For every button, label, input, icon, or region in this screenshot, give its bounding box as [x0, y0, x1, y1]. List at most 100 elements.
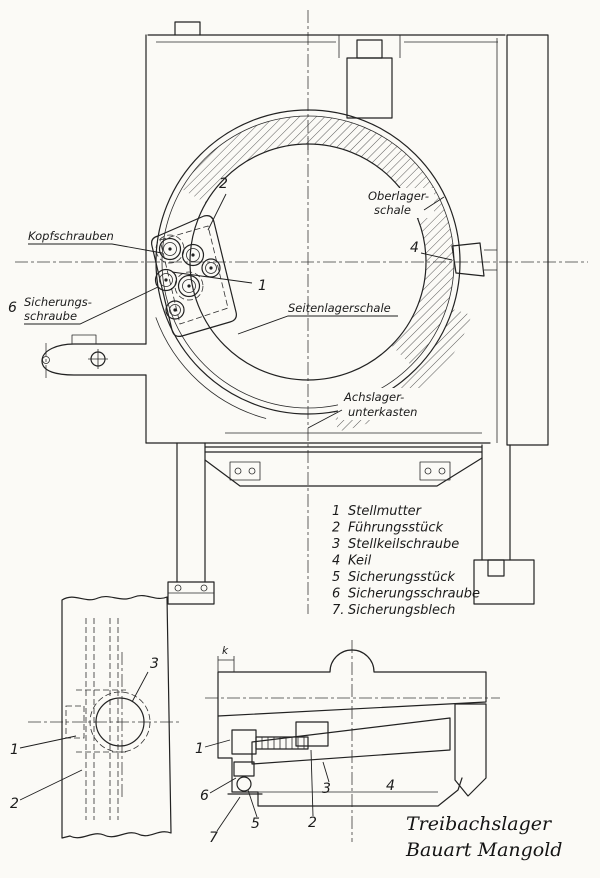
legend-item-num: 1	[332, 504, 340, 519]
lower-left-housing-arc	[155, 317, 267, 419]
kopfschrauben-group	[151, 215, 237, 337]
fragment-callout-1: 1	[10, 742, 19, 758]
left-leg	[176, 442, 206, 583]
sicherungsschraube-leader	[24, 286, 159, 325]
section-right-wall-hatched	[454, 703, 487, 797]
fuehrungsstueck-block	[295, 721, 329, 747]
upper-bearing-shell-hatched	[181, 115, 455, 366]
bolt-head	[174, 271, 204, 301]
bolt-head	[181, 243, 205, 267]
right-foot-slot	[487, 559, 505, 577]
fragment-screw-circle	[95, 697, 145, 747]
k-dimension-lines	[217, 656, 235, 672]
bolt-head	[165, 300, 185, 320]
fragment-hidden-shanks	[85, 618, 119, 820]
clamp-bolt	[424, 467, 432, 475]
top-cap-section-hatched	[346, 57, 393, 119]
achslager-label-line1: Achslager-	[343, 390, 404, 404]
top-cap-recess-walls	[338, 35, 401, 58]
main-housing	[41, 21, 549, 605]
legend-item-num: 6	[332, 587, 340, 602]
wedge-to-frame-lines	[484, 249, 497, 271]
sicherungsschraube-label-line1: Sicherungs-	[24, 295, 92, 309]
callout-2: 2	[219, 176, 228, 192]
stellkeilschraube-shaft	[255, 736, 309, 750]
frame-plate-section-hatched	[506, 34, 549, 446]
oberlagerschale-label-line2: schale	[374, 203, 411, 217]
crossbeam-bottom-chord	[204, 457, 483, 487]
callout-2-leader	[207, 193, 227, 231]
bolt-head	[155, 234, 185, 264]
bolt-head	[154, 268, 178, 292]
legend-item-num: 2	[332, 521, 340, 536]
wedge-section-detail: k 1 6 7 5 2 3 4	[195, 645, 487, 846]
clamp-bolt	[234, 467, 242, 475]
drawing-title: Treibachslager Bauart Mangold	[405, 813, 562, 861]
fuehrungsstueck-plate-outline	[151, 215, 237, 337]
clamp-bolt	[248, 467, 256, 475]
section-callout-4: 4	[386, 778, 395, 794]
crossbeam-top-chord	[204, 446, 483, 453]
left-foot-bolt2	[200, 584, 208, 592]
legend-item-label: Sicherungsblech	[348, 603, 455, 618]
legend-line: 2 Führungsstück	[332, 521, 444, 536]
legend-item-num: 5	[332, 570, 340, 585]
left-arm-step	[71, 334, 97, 344]
section-keil-wedge-hatched	[251, 717, 451, 765]
fragment-callout-2: 2	[10, 796, 19, 812]
achslager-label-line2: unterkasten	[348, 405, 417, 419]
section-callout-6: 6	[200, 788, 209, 804]
legend-item-num: 7.	[332, 603, 344, 618]
section-callout-1: 1	[195, 741, 204, 757]
bolt-head	[201, 258, 221, 278]
sicherungsstueck-hatched	[233, 761, 255, 777]
right-foot-hatched	[473, 559, 535, 605]
sicherungsschraube-head	[236, 776, 252, 792]
clamp-bolt	[438, 467, 446, 475]
legend-item-label: Stellmutter	[348, 504, 423, 519]
fragment-callout-1-leader	[19, 735, 77, 749]
section-callout-7-leader	[216, 796, 241, 832]
sicherungsschraube-number: 6	[8, 300, 17, 316]
left-bracket-arm	[41, 343, 147, 376]
left-foot	[167, 581, 215, 605]
oberlagerschale-label-line1: Oberlager-	[368, 189, 429, 203]
center-lines	[15, 10, 588, 842]
achslager-label-halo	[338, 388, 434, 420]
legend-line: 1 Stellmutter	[332, 504, 423, 519]
kopfschrauben-leader	[28, 243, 163, 254]
legend-line: 7. Sicherungsblech	[332, 603, 455, 618]
callout-1-leader	[171, 271, 253, 284]
legend-line: 6 Sicherungsschraube	[332, 587, 480, 602]
main-view-labels: Kopfschrauben 6 Sicherungs- schraube 2 1…	[8, 176, 453, 429]
fragment-torn-outline	[61, 594, 172, 839]
legend-item-label: Sicherungsstück	[348, 570, 455, 585]
oberlagerschale-leader	[423, 196, 445, 211]
seitenlagerschale-label: Seitenlagerschale	[288, 301, 391, 315]
legend-item-num: 4	[332, 554, 340, 569]
legend-line: 4 Keil	[332, 554, 372, 569]
kopfschrauben-label: Kopfschrauben	[28, 229, 114, 243]
fragment-hidden-nut	[65, 705, 85, 739]
section-callout-5-leader	[247, 789, 258, 818]
seitenlagerschale-leader	[237, 315, 398, 335]
fragment-detail-view: 3 1 2	[10, 594, 172, 839]
section-callout-2: 2	[308, 815, 317, 831]
right-leg	[481, 444, 511, 561]
top-cap-bolt-hatched	[356, 39, 383, 59]
callout-4: 4	[410, 240, 419, 256]
callout-4-leader	[420, 252, 453, 261]
section-callout-3: 3	[322, 781, 331, 797]
section-top-slab-hatched	[217, 649, 487, 717]
legend-item-label: Keil	[348, 554, 372, 569]
section-callout-1-leader	[204, 739, 231, 748]
section-callout-6-leader	[209, 777, 237, 794]
legend-item-label: Führungsstück	[348, 521, 444, 536]
keil-wedge-hatched	[451, 242, 485, 277]
crossbeam-clamp-right	[419, 461, 451, 481]
section-callout-5: 5	[251, 816, 260, 832]
legend-item-label: Sicherungsschraube	[348, 587, 480, 602]
left-arm-hole-crosshair	[88, 349, 108, 369]
stellmutter-nut-hatched	[231, 729, 257, 755]
